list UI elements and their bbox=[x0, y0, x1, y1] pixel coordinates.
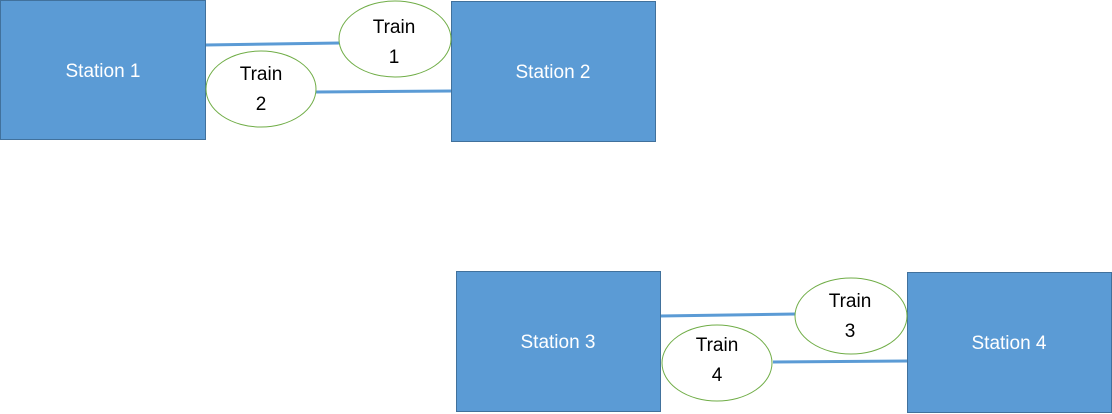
train-3-oval bbox=[794, 277, 908, 355]
train-2-label-line1: Train bbox=[240, 64, 283, 85]
train-3-label-line2: 3 bbox=[845, 321, 856, 342]
train-2: Train 2 bbox=[205, 50, 317, 128]
station-3-label: Station 3 bbox=[521, 332, 596, 353]
train-3: Train 3 bbox=[794, 277, 908, 355]
track-3-4-upper bbox=[659, 312, 797, 318]
station-1-box bbox=[0, 0, 206, 140]
station-4: Station 4 bbox=[907, 272, 1112, 413]
station-1-label: Station 1 bbox=[66, 61, 141, 82]
train-3-label-line1: Train bbox=[829, 291, 872, 312]
train-4-label-line2: 4 bbox=[712, 365, 723, 386]
station-2: Station 2 bbox=[451, 1, 656, 142]
station-3-box bbox=[456, 271, 661, 412]
station-1: Station 1 bbox=[0, 0, 206, 140]
train-1: Train 1 bbox=[338, 0, 452, 78]
station-2-label: Station 2 bbox=[516, 62, 591, 83]
station-2-box bbox=[451, 1, 656, 142]
track-3-4-lower bbox=[772, 359, 909, 364]
train-2-label-line2: 2 bbox=[256, 94, 267, 115]
station-3: Station 3 bbox=[456, 271, 661, 412]
train-2-oval bbox=[205, 50, 317, 128]
train-4: Train 4 bbox=[661, 324, 773, 402]
track-1-2-lower bbox=[315, 89, 453, 94]
train-4-label-line1: Train bbox=[696, 335, 739, 356]
train-1-oval bbox=[338, 0, 452, 78]
track-1-2-upper bbox=[204, 41, 341, 47]
train-1-label-line2: 1 bbox=[389, 47, 400, 68]
train-1-label-line1: Train bbox=[373, 17, 416, 38]
train-4-oval bbox=[661, 324, 773, 402]
station-4-label: Station 4 bbox=[972, 333, 1047, 354]
station-4-box bbox=[907, 272, 1112, 413]
